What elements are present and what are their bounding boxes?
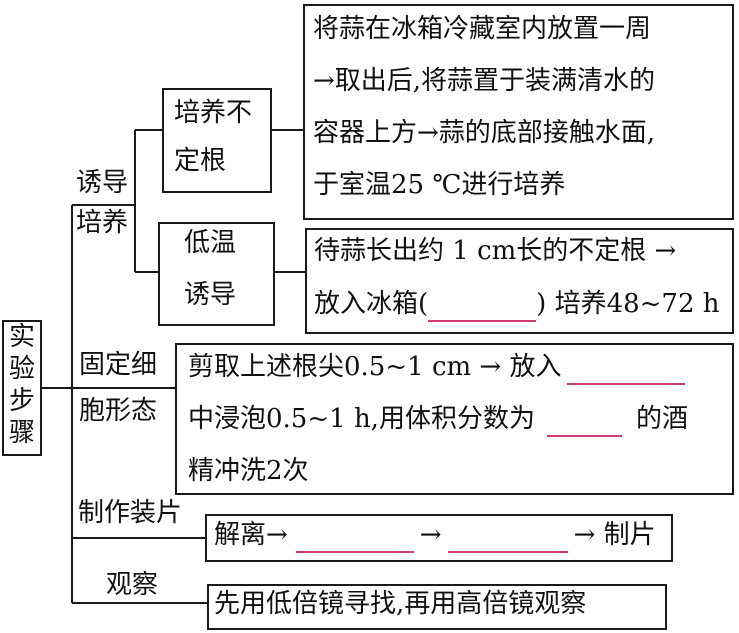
step1a-desc-box — [303, 4, 734, 220]
step2-desc-2b: 的酒 — [635, 404, 688, 434]
step1a-desc-4: 于室温25 ℃进行培养 — [313, 170, 566, 200]
step2-label-1: 固定细 — [79, 350, 158, 380]
step3-desc-b: → 制片 — [573, 520, 656, 550]
step1-label-2: 培养 — [76, 208, 129, 238]
answer-blank-2 — [567, 352, 686, 386]
step1b-desc-2a: 放入冰箱( — [314, 289, 429, 319]
step1a-desc-2: →取出后,将蒜置于装满清水的 — [313, 66, 656, 96]
answer-blank-5 — [447, 520, 568, 554]
step2-desc-2: 中浸泡0.5~1 h,用体积分数为 的酒 — [188, 404, 688, 438]
step3-desc-box — [205, 514, 673, 562]
step2-label-2: 胞形态 — [79, 396, 158, 426]
answer-blank-1 — [428, 289, 537, 323]
root-label-4: 骤 — [9, 418, 36, 448]
root-label-3: 步 — [9, 386, 36, 416]
step4-desc-box — [207, 584, 667, 630]
step1b-desc-2b: ) 培养48~72 h — [536, 289, 720, 319]
step1b-desc-1: 待蒜长出约 1 cm长的不定根 → — [314, 236, 677, 266]
step1b-box — [158, 222, 275, 326]
answer-blank-4 — [295, 520, 414, 554]
root-label-2: 验 — [9, 354, 36, 384]
step1a-desc-1: 将蒜在冰箱冷藏室内放置一周 — [313, 14, 652, 44]
step2-desc-3: 精冲洗2次 — [188, 456, 309, 486]
step1b-desc-box — [305, 228, 734, 334]
step1b-label-2: 诱导 — [184, 280, 237, 310]
step1a-label-2: 定根 — [174, 146, 227, 176]
step2-desc-box — [175, 343, 734, 495]
step1a-label-1: 培养不 — [174, 98, 253, 128]
step1-label-1: 诱导 — [76, 168, 129, 198]
step1a-desc-3: 容器上方→蒜的底部接触水面, — [313, 118, 656, 148]
step2-desc-1a: 剪取上述根尖0.5~1 cm → 放入 — [188, 352, 562, 382]
root-label-1: 实 — [9, 322, 36, 352]
step1a-box — [162, 88, 272, 193]
step3-label: 制作装片 — [78, 498, 183, 528]
step1b-label-1: 低温 — [184, 228, 237, 258]
step3-desc-arrow: → — [419, 520, 442, 550]
step2-desc-2a: 中浸泡0.5~1 h,用体积分数为 — [188, 404, 535, 434]
step3-desc: 解离→ → → 制片 — [214, 520, 656, 554]
step3-desc-a: 解离→ — [214, 520, 288, 550]
step4-desc: 先用低倍镜寻找,再用高倍镜观察 — [214, 589, 587, 619]
answer-blank-3 — [546, 404, 622, 438]
step4-label: 观察 — [106, 570, 159, 600]
root-box — [2, 320, 42, 456]
step2-desc-1: 剪取上述根尖0.5~1 cm → 放入 — [188, 352, 686, 386]
step1b-desc-2: 放入冰箱( ) 培养48~72 h — [314, 289, 720, 323]
